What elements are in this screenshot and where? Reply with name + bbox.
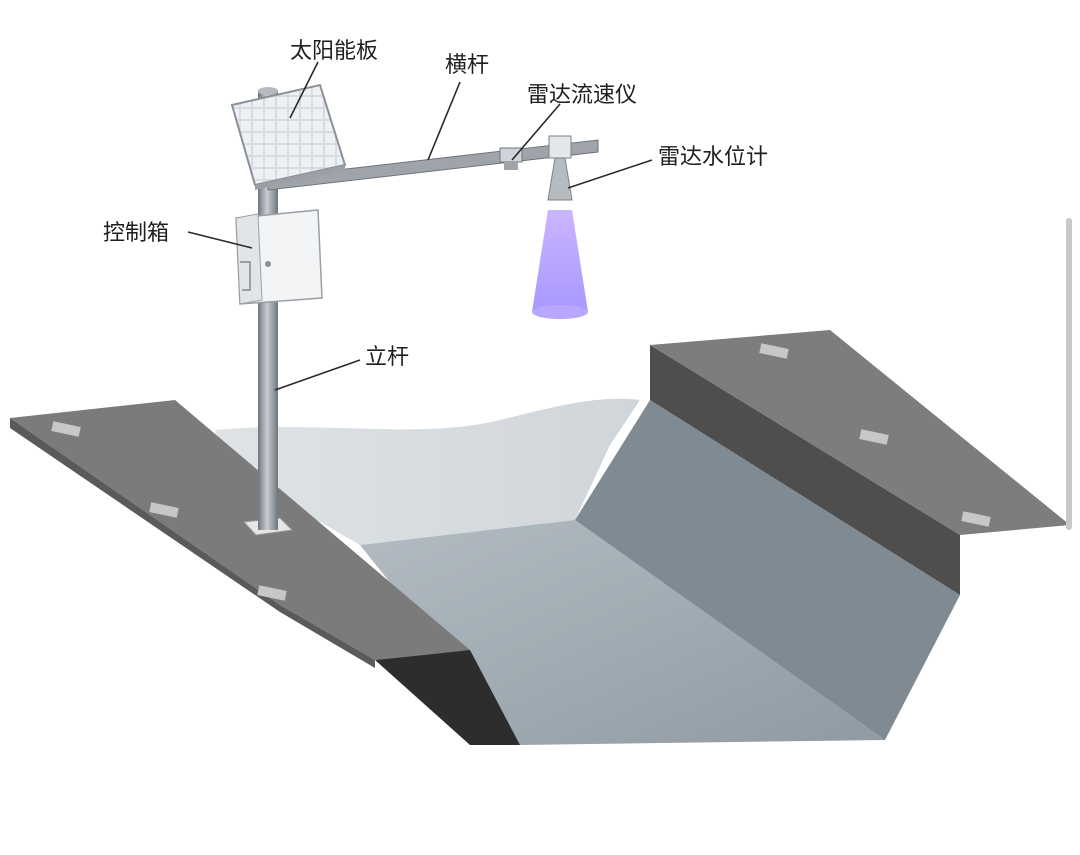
radar-beam xyxy=(532,210,588,312)
leader-control-box xyxy=(187,231,253,249)
radar-beam-base xyxy=(532,305,588,319)
radar-velocimeter xyxy=(499,147,523,170)
leader-crossbar xyxy=(427,81,461,161)
control-box xyxy=(235,209,323,305)
right-bank-face xyxy=(650,345,960,595)
label-control-box: 控制箱 xyxy=(103,221,169,246)
channel-left-wall xyxy=(375,650,520,745)
road-markings xyxy=(51,343,991,601)
pole-cap xyxy=(258,87,278,95)
label-radar-velocimeter: 雷达流速仪 xyxy=(527,83,637,108)
leader-pole xyxy=(274,359,361,391)
pole xyxy=(258,90,278,530)
label-radar-level-gauge: 雷达水位计 xyxy=(658,145,768,170)
left-road-deck xyxy=(10,400,470,660)
water-surface xyxy=(215,398,640,545)
leader-radar-level-gauge xyxy=(567,159,653,189)
radar-level-gauge xyxy=(547,135,573,201)
channel-right-slope xyxy=(575,400,960,740)
label-solar-panel: 太阳能板 xyxy=(290,39,378,64)
scrollbar-thumb[interactable] xyxy=(1066,218,1072,530)
channel-floor xyxy=(360,520,885,745)
solar-panel xyxy=(230,83,347,190)
leader-solar-panel xyxy=(289,61,319,119)
leader-radar-velocimeter xyxy=(511,103,561,161)
left-road-side xyxy=(10,418,375,668)
right-road-deck xyxy=(650,330,1070,535)
label-pole: 立杆 xyxy=(365,345,409,370)
label-crossbar: 横杆 xyxy=(445,53,489,78)
